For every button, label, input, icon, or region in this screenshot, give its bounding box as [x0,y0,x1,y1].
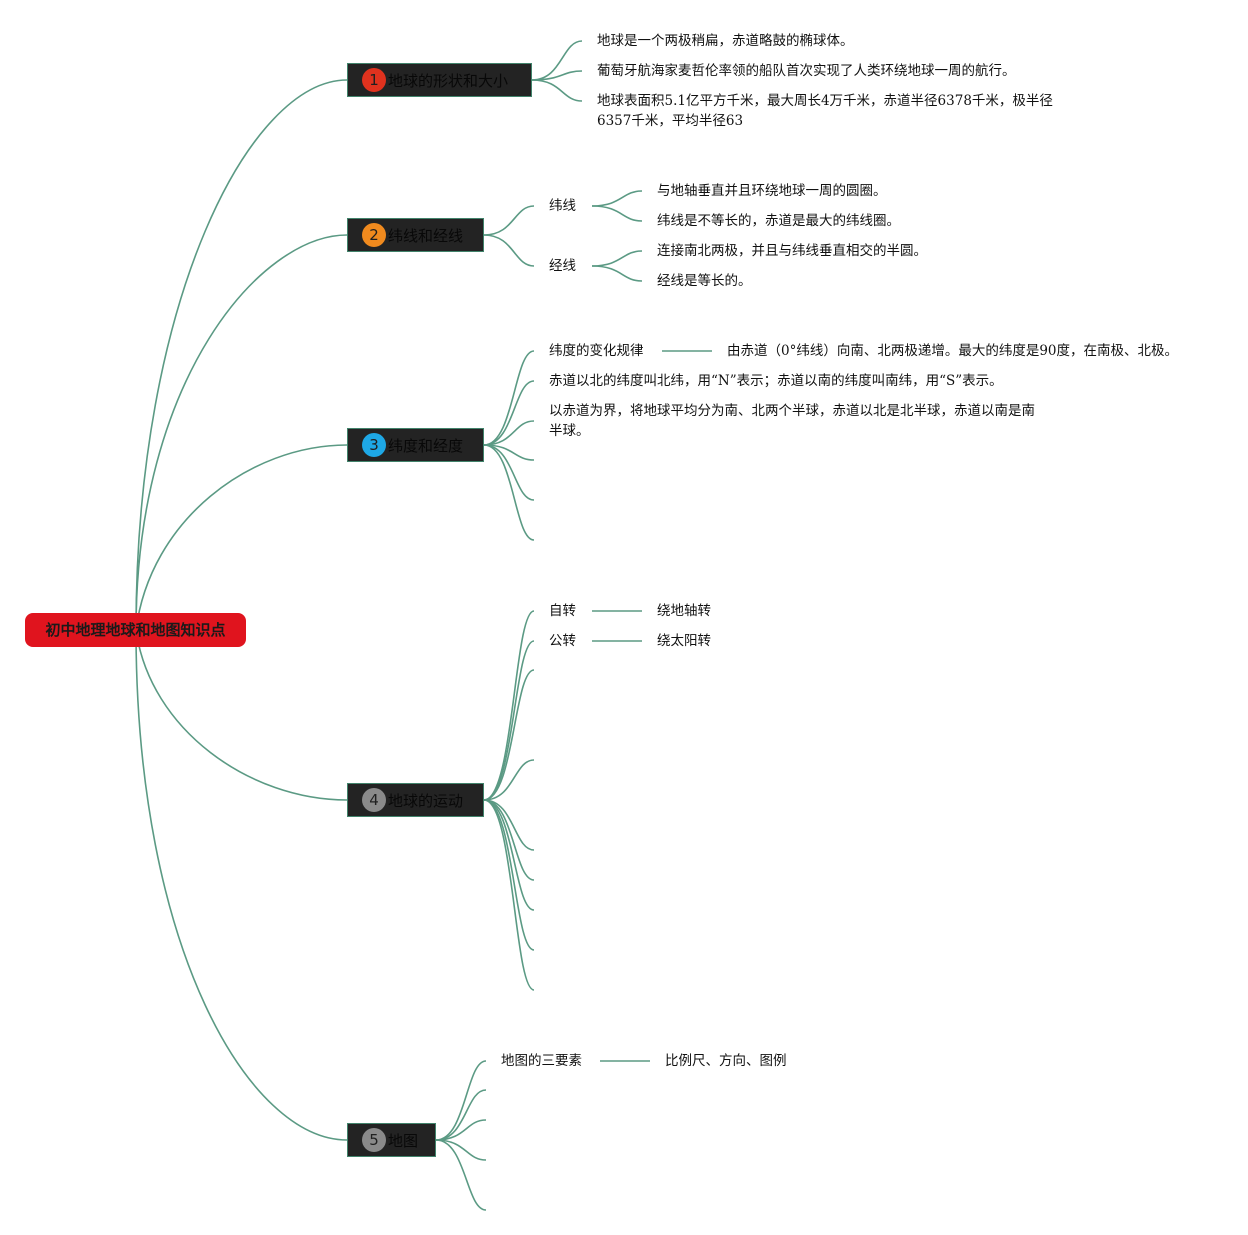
topic-magellan[interactable]: 葡萄牙航海家麦哲伦率领的船队首次实现了人类环绕地球一周的航行。 [597,63,1016,79]
link-meridian-b [591,265,643,282]
topic-parallel[interactable]: 纬线 [549,198,576,214]
link-b5-topic-5 [435,1139,487,1211]
subtopic-parallel-length[interactable]: 纬线是不等长的，赤道是最大的纬线圈。 [657,213,900,229]
link-b5-topic-2 [435,1089,487,1141]
number-badge: 3 [362,433,386,457]
link-b3-topic-2 [483,380,535,446]
link-b4-topic-1 [483,610,535,801]
link-b3-topic-6 [483,444,535,541]
number-badge: 2 [362,223,386,247]
link-parallel-a [591,190,643,207]
link-b5-topic-4 [435,1139,487,1161]
topic-latitude-rule[interactable]: 纬度的变化规律 [549,343,644,359]
link-b3-topic-4 [483,444,535,461]
branch-shape-and-size[interactable]: 1 地球的形状和大小 [347,63,532,97]
link-root-branch-5 [135,629,348,1141]
subtopic-parallel-definition[interactable]: 与地轴垂直并且环绕地球一周的圆圈。 [657,183,887,199]
subtopic-revolution-sun[interactable]: 绕太阳转 [657,633,711,649]
branch-map[interactable]: 5 地图 [347,1123,436,1157]
branch-label: 地图 [388,1131,419,1150]
branch-parallels-and-meridians[interactable]: 2 纬线和经线 [347,218,484,252]
link-root-branch-2 [135,234,348,631]
subtopic-latitude-rule-detail[interactable]: 由赤道（0°纬线）向南、北两极递增。最大的纬度是90度，在南极、北极。 [727,343,1179,359]
topic-rotation[interactable]: 自转 [549,603,576,619]
link-b3-topic-1 [483,350,535,446]
link-root-branch-1 [135,79,348,631]
subtopic-meridian-definition[interactable]: 连接南北两极，并且与纬线垂直相交的半圆。 [657,243,927,259]
root-topic[interactable]: 初中地理地球和地图知识点 [25,613,246,647]
link-b5-topic-3 [435,1119,487,1141]
branch-label: 纬度和经度 [388,436,464,455]
number-badge: 1 [362,68,386,92]
link-b4-topic-3 [483,669,535,801]
link-b1-topic-3 [531,79,583,102]
branch-label: 纬线和经线 [388,226,464,245]
number-badge: 4 [362,788,386,812]
link-b2-parallel [483,205,535,236]
branch-label: 地球的运动 [388,791,464,810]
branch-label: 地球的形状和大小 [388,71,509,90]
link-b3-topic-5 [483,444,535,501]
topic-north-south-latitude[interactable]: 赤道以北的纬度叫北纬，用“N”表示；赤道以南的纬度叫南纬，用“S”表示。 [549,373,1003,389]
subtopic-map-elements-detail[interactable]: 比例尺、方向、图例 [665,1053,787,1069]
link-b1-topic-1 [531,40,583,81]
subtopic-meridian-length[interactable]: 经线是等长的。 [657,273,752,289]
topic-earth-dimensions[interactable]: 地球表面积5.1亿平方千米，最大周长4万千米，赤道半径6378千米，极半径635… [597,93,1053,129]
link-b4-topic-8 [483,799,535,951]
topic-ellipsoid[interactable]: 地球是一个两极稍扁，赤道略鼓的椭球体。 [597,33,854,49]
branch-earth-motion[interactable]: 4 地球的运动 [347,783,484,817]
topic-revolution[interactable]: 公转 [549,633,576,649]
link-parallel-b [591,205,643,222]
topic-hemispheres[interactable]: 以赤道为界，将地球平均分为南、北两个半球，赤道以北是北半球，赤道以南是南半球。 [549,403,1035,439]
link-b4-topic-4 [483,759,535,801]
link-b4-topic-2 [483,640,535,801]
topic-map-elements[interactable]: 地图的三要素 [501,1053,582,1069]
link-b2-meridian [483,234,535,267]
link-b5-topic-1 [435,1060,487,1141]
link-root-branch-3 [135,444,348,631]
link-b3-topic-3 [483,420,535,446]
subtopic-rotation-axis[interactable]: 绕地轴转 [657,603,711,619]
link-b4-topic-9 [483,799,535,991]
link-meridian-a [591,250,643,267]
topic-meridian[interactable]: 经线 [549,258,576,274]
number-badge: 5 [362,1128,386,1152]
branch-latitude-and-longitude[interactable]: 3 纬度和经度 [347,428,484,462]
link-root-branch-4 [135,629,348,801]
